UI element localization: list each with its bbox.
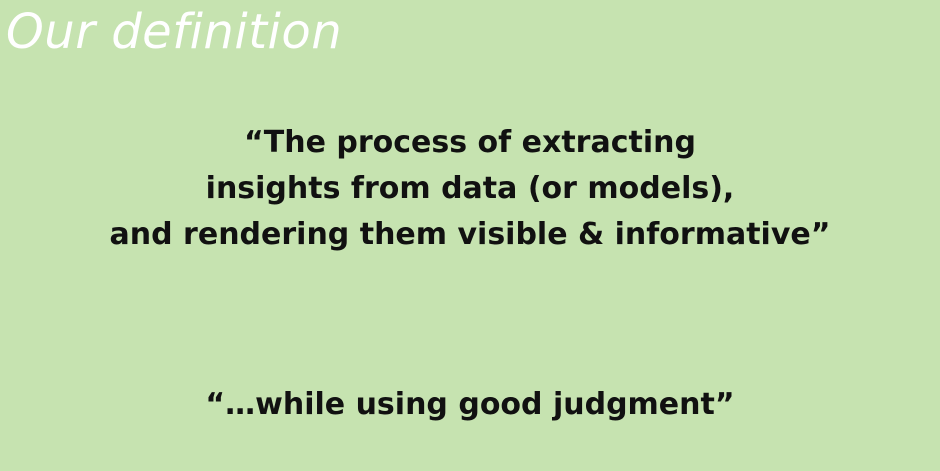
quote-line: “The process of extracting	[244, 125, 696, 160]
quote-line: insights from data (or models),	[205, 171, 735, 206]
definition-quote: “The process of extracting insights from…	[0, 120, 940, 258]
judgment-tagline: “…while using good judgment”	[205, 387, 735, 422]
quote-line: and rendering them visible & informative…	[109, 217, 831, 252]
slide-title: Our definition	[6, 4, 343, 60]
